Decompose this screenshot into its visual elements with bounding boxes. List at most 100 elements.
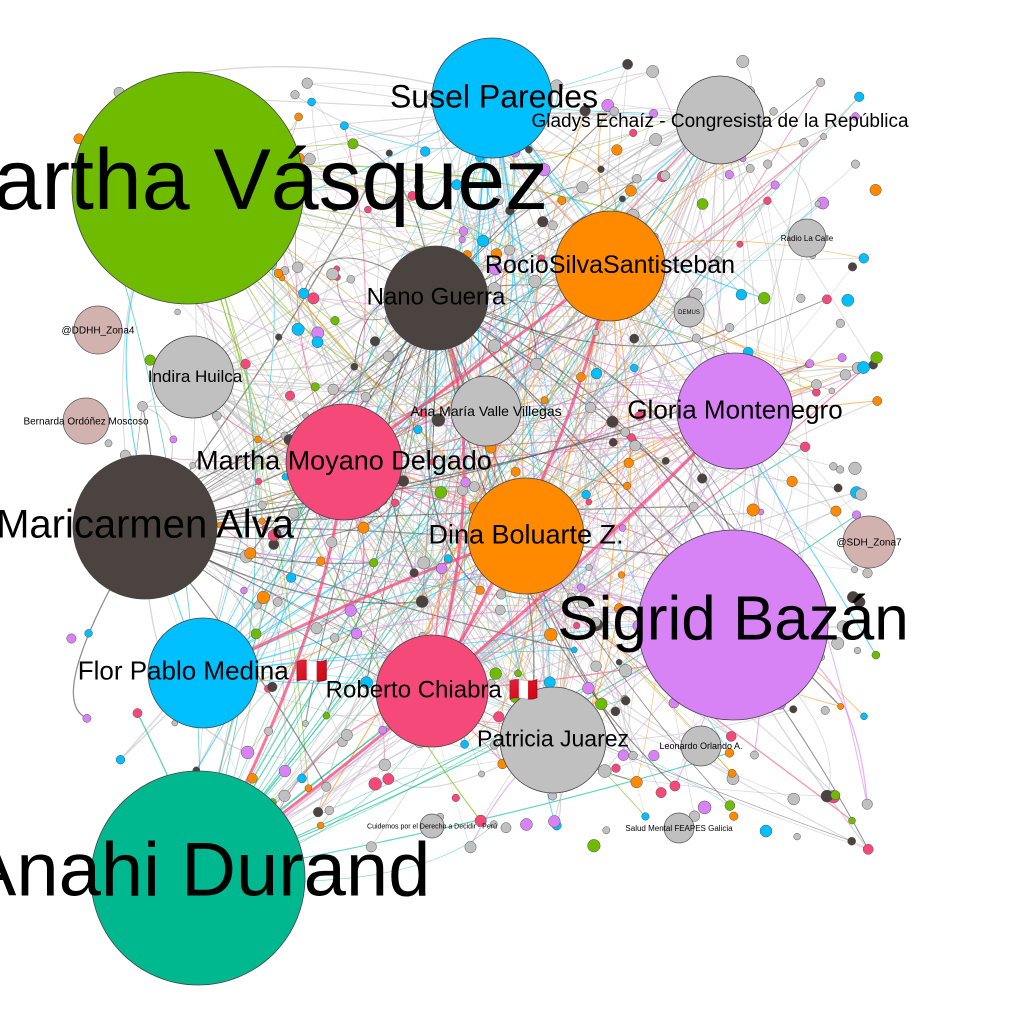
small-node [310,382,320,392]
small-node [350,627,363,640]
small-node [576,372,586,382]
small-node [460,477,471,488]
small-node [769,107,778,116]
small-node [344,604,357,617]
small-node [66,633,77,644]
small-node [816,77,826,87]
small-node [847,591,860,604]
small-node [292,261,304,273]
small-node [504,244,515,256]
small-node [822,294,832,305]
small-node [736,55,750,68]
small-node [443,554,453,564]
graph-edge [192,71,653,378]
small-node [577,583,586,592]
small-node [729,811,739,821]
small-node [854,91,865,102]
small-node [611,763,621,773]
graph-edge [435,297,738,549]
hub-node-label: Sigrid Bazán [557,584,909,653]
small-node [368,777,382,791]
small-node [787,792,800,806]
small-node [646,65,660,78]
graph-edge [585,265,634,756]
small-node [250,628,262,640]
graph-edge [525,133,752,537]
small-node [697,800,712,815]
small-node [250,454,258,463]
hub-node [676,352,794,470]
small-node [487,282,502,296]
small-node [275,333,283,341]
minor-node-label: Leonardo Orlando A. [659,741,742,751]
small-node [648,750,660,762]
graph-edge [589,265,631,715]
minor-node [842,515,896,569]
small-node [805,359,815,368]
graph-edge [348,119,721,460]
small-node [858,253,869,264]
small-node [350,362,359,371]
small-node [174,308,181,316]
small-node [629,128,638,137]
small-node [434,486,448,499]
small-node [509,693,519,703]
small-node [537,163,551,177]
small-node [870,351,883,364]
hub-node [554,210,666,322]
small-node [313,807,324,818]
small-node [327,383,339,396]
small-node [339,121,349,131]
small-node [494,195,504,206]
graph-edge [144,442,614,528]
graph-edge [187,187,855,571]
hub-node [285,403,403,521]
small-node [540,396,549,405]
small-node [619,195,626,203]
minor-node-label: Radio La Calle [781,234,834,243]
minor-node [419,813,445,839]
small-node [617,749,630,761]
hub-node-label: Gloria Montenegro [627,394,842,424]
small-node [413,425,423,435]
small-node [278,789,291,802]
small-node [369,336,381,347]
small-node [272,597,283,607]
hub-node [675,75,765,165]
small-node [763,159,773,169]
small-node [691,333,701,343]
hub-node-label: Susel Paredes [390,79,598,115]
graph-edge [303,293,554,741]
hub-node [383,245,489,351]
small-node [617,571,626,579]
graph-edge [431,491,857,692]
graph-edge [125,280,204,674]
small-node [576,181,589,194]
small-node [655,787,667,799]
small-node [608,438,618,447]
small-node [409,568,419,578]
small-node [418,409,427,418]
small-node [615,658,623,666]
small-node [621,696,631,706]
small-node [169,435,178,444]
small-node [811,379,822,390]
small-node [566,592,577,602]
small-node [82,713,92,723]
graph-edge [202,143,354,674]
minor-node-label: DEMUS [678,310,700,316]
graph-edge [288,119,721,441]
small-node [831,636,845,650]
small-node [836,620,849,633]
small-node [629,333,640,344]
small-node [189,461,197,469]
small-node [104,439,113,448]
small-node [622,481,632,490]
minor-node [680,725,722,767]
small-node [311,336,324,349]
small-node [407,191,418,201]
small-node [763,196,772,205]
small-node [291,322,305,336]
small-node [871,650,881,660]
small-node [727,768,737,778]
